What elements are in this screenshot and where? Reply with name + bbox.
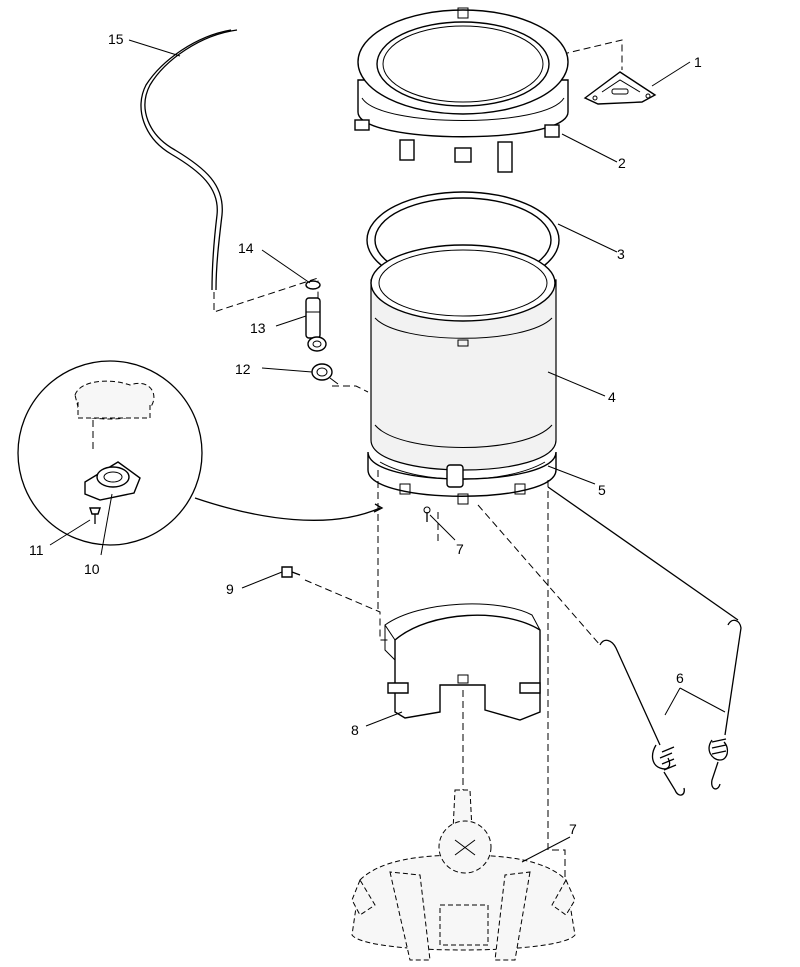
callout-9: 9 [226, 581, 234, 597]
callout-13: 13 [250, 320, 266, 336]
part-6-spring-right [708, 619, 742, 790]
leader-lines [49, 39, 726, 863]
callout-15: 15 [108, 31, 124, 47]
part-2-tub-ring [354, 7, 569, 173]
callout-labels: 1 2 3 4 5 6 7 7 8 9 10 11 12 13 14 15 [29, 31, 702, 837]
part-12-connector [311, 363, 369, 393]
callout-4: 4 [608, 389, 616, 405]
part-15-hose [140, 29, 319, 313]
callout-6: 6 [676, 670, 684, 686]
part-11-screw [89, 507, 101, 524]
inset-detail [17, 360, 384, 546]
callout-2: 2 [618, 155, 626, 171]
callout-7-lower: 7 [569, 821, 577, 837]
part-9-screw [281, 566, 388, 641]
callout-7-upper: 7 [456, 541, 464, 557]
part-4-outer-tub [370, 244, 557, 471]
callout-12: 12 [235, 361, 251, 377]
callout-5: 5 [598, 482, 606, 498]
base-assembly-ghost [351, 789, 576, 961]
callout-1: 1 [694, 54, 702, 70]
callout-10: 10 [84, 561, 100, 577]
callout-8: 8 [351, 722, 359, 738]
part-6-spring-left [599, 639, 685, 796]
part-5-base-ring [367, 451, 557, 514]
callout-11: 11 [29, 542, 44, 558]
callout-3: 3 [617, 246, 625, 262]
part-8-shield [384, 603, 541, 721]
part-13-fitting [305, 297, 327, 352]
part-10-bearing-plate [84, 461, 141, 501]
callout-14: 14 [238, 240, 254, 256]
